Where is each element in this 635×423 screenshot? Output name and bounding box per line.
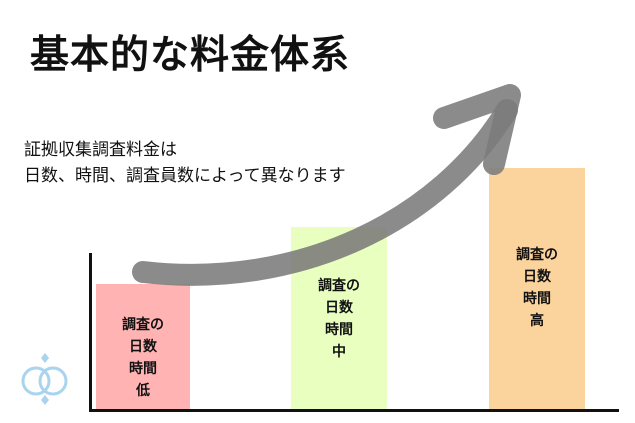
page-title: 基本的な料金体系 [30, 33, 351, 78]
bar-mid-label-line-1: 調査の [318, 278, 360, 294]
y-axis-line [89, 253, 92, 411]
bar-high-label-line-2: 日数 [523, 269, 551, 285]
bar-mid-label: 調査の 日数 時間 中 [291, 275, 387, 363]
bar-low-label-line-3: 時間 [129, 361, 157, 377]
bar-low-label-line-2: 日数 [129, 339, 157, 355]
bar-mid-label-line-2: 日数 [325, 300, 353, 316]
description: 証拠収集調査料金は 日数、時間、調査員数によって異なります [24, 137, 346, 189]
bar-low-label-line-4: 低 [136, 383, 150, 399]
bar-high-label-line-1: 調査の [516, 247, 558, 263]
x-axis-line [89, 409, 619, 412]
bar-low-label-line-1: 調査の [122, 317, 164, 333]
bar-high-label-line-4: 高 [530, 313, 544, 329]
description-line-1: 証拠収集調査料金は [24, 140, 177, 160]
bar-high: 調査の 日数 時間 高 [489, 168, 585, 409]
bar-mid-label-line-4: 中 [332, 344, 346, 360]
bar-mid: 調査の 日数 時間 中 [291, 227, 387, 409]
bar-low: 調査の 日数 時間 低 [96, 284, 190, 409]
bar-high-label-line-3: 時間 [523, 291, 551, 307]
rings-logo-icon [21, 353, 68, 405]
bar-high-label: 調査の 日数 時間 高 [489, 244, 585, 332]
bar-mid-label-line-3: 時間 [325, 322, 353, 338]
bar-low-label: 調査の 日数 時間 低 [96, 314, 190, 402]
description-line-2: 日数、時間、調査員数によって異なります [24, 166, 346, 186]
